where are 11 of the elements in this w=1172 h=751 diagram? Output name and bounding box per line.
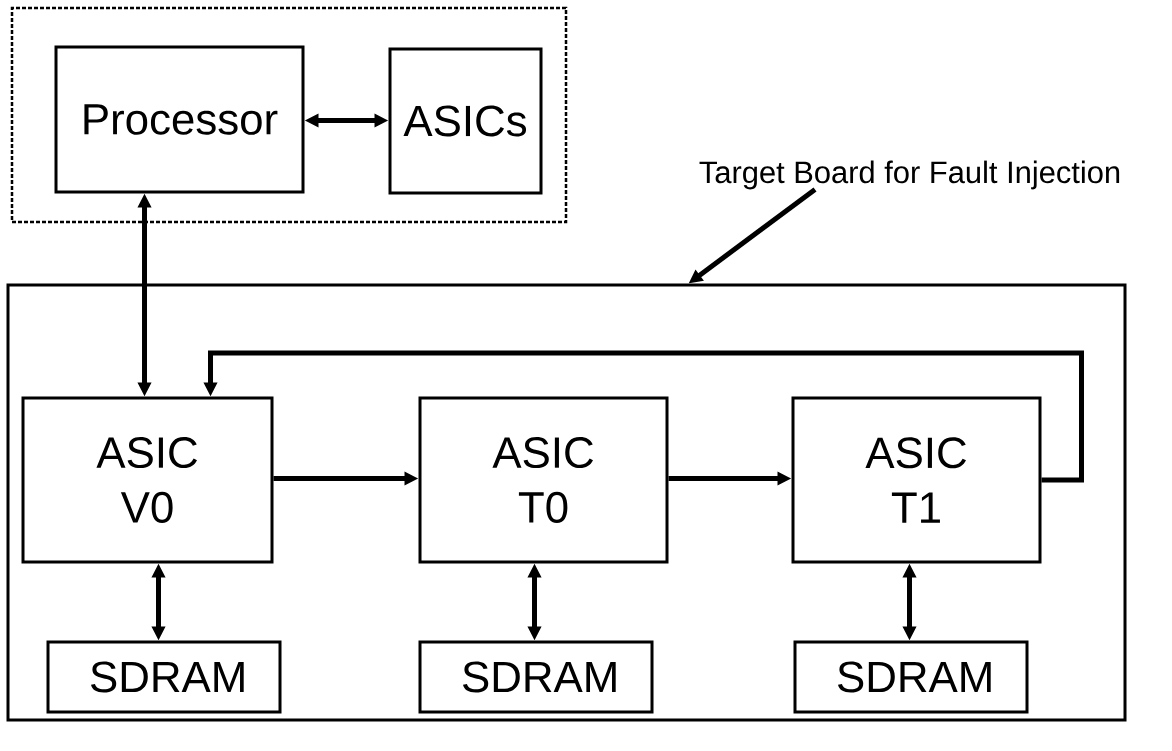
- chip-box: ASIC T1: [791, 396, 1042, 564]
- chip-box: ASIC V0: [21, 396, 274, 564]
- sdram-box: SDRAM: [418, 640, 654, 714]
- container-box: [6, 283, 1127, 722]
- sdram-box: SDRAM: [46, 640, 282, 714]
- sdram-box: SDRAM: [793, 640, 1029, 714]
- chip-box: ASIC T0: [418, 396, 669, 564]
- chip-box: ASICs: [388, 47, 543, 195]
- board-label: Target Board for Fault Injection: [699, 160, 1120, 190]
- container-box: [10, 6, 568, 224]
- chip-box: Processor: [54, 45, 305, 194]
